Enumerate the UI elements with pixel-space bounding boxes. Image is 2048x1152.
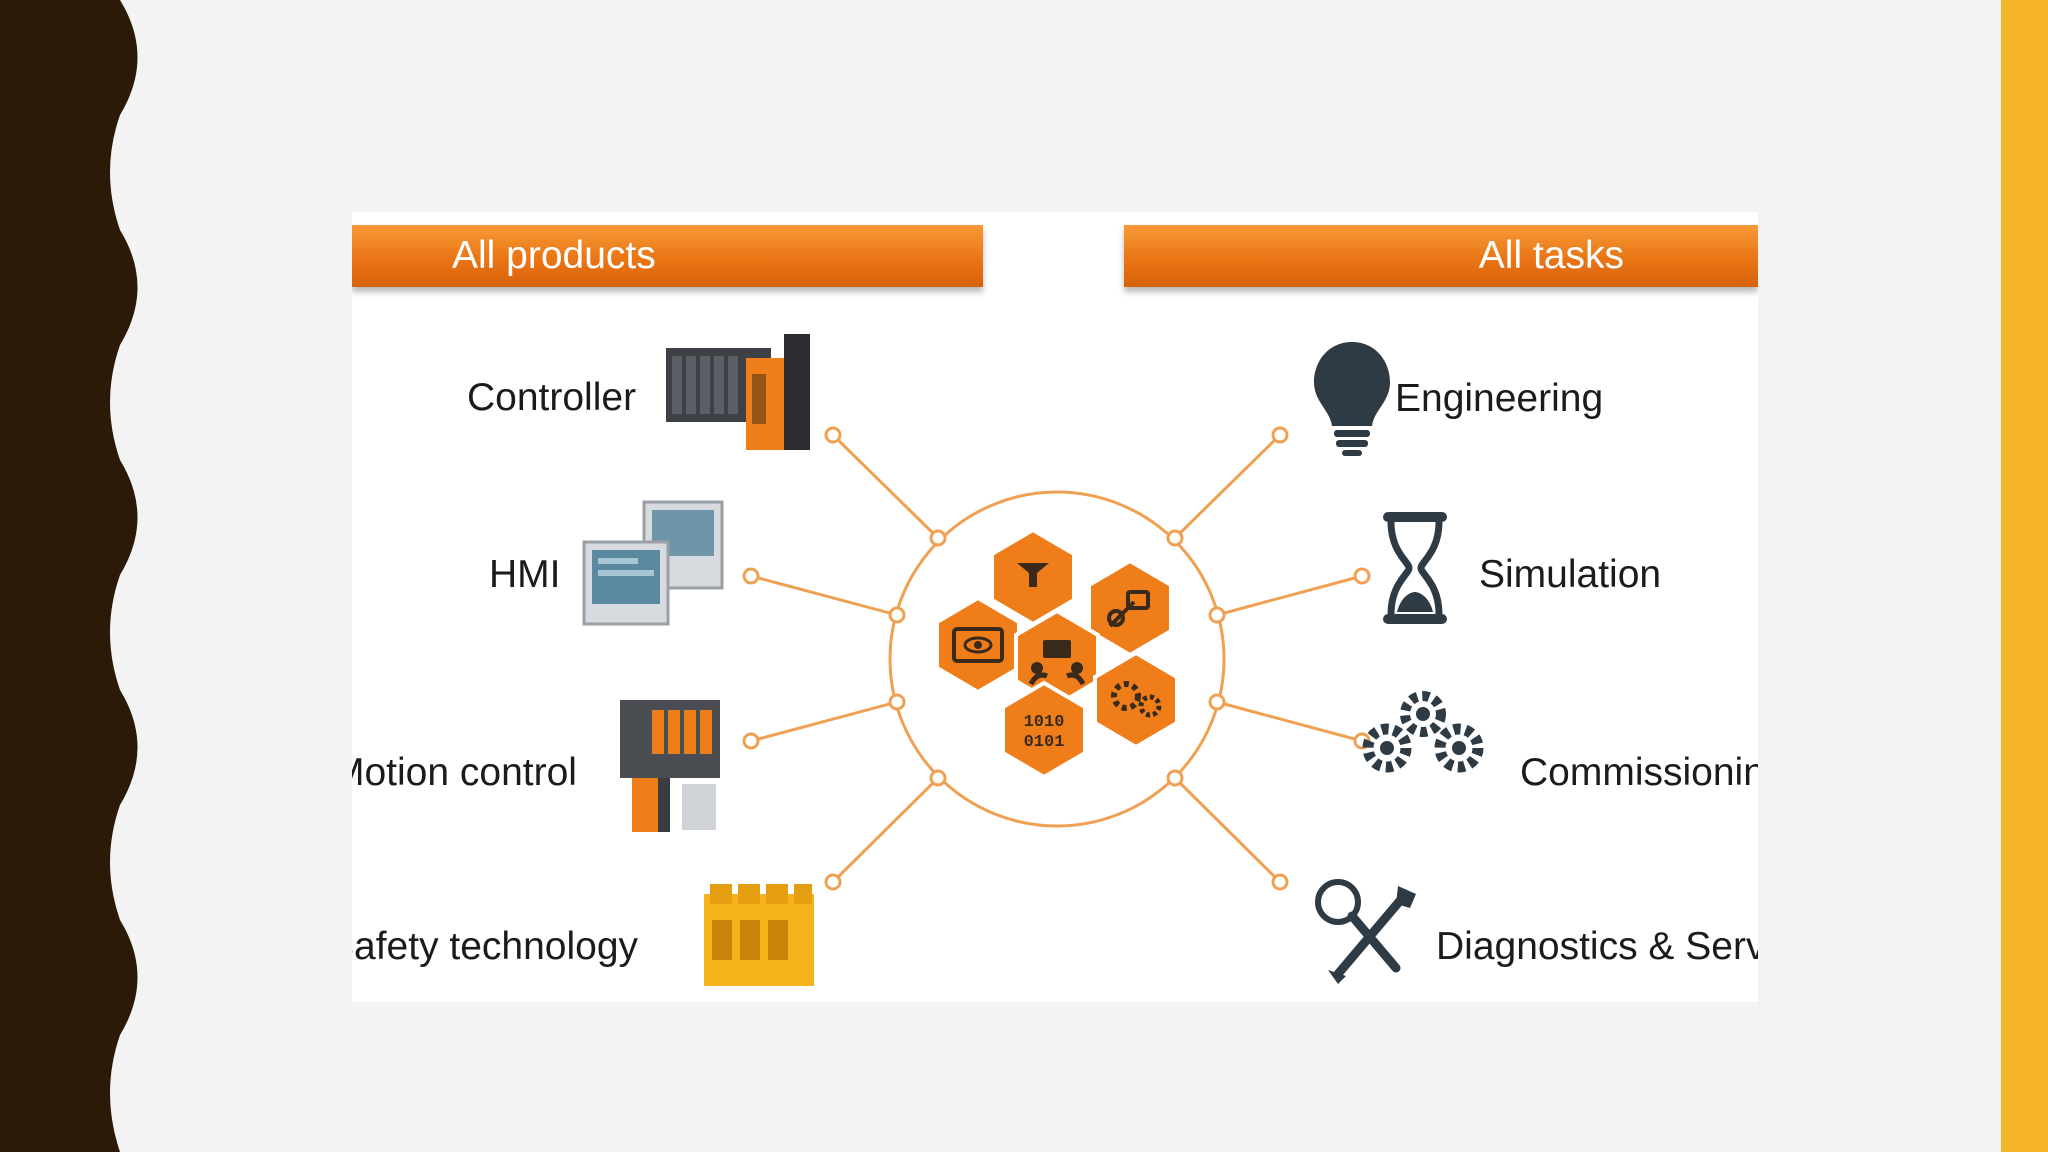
task-label-diagnostics-service: Diagnostics & Service bbox=[1436, 925, 1758, 968]
hmi-image bbox=[582, 500, 724, 626]
gears-icon bbox=[1362, 691, 1484, 773]
magnifier-wrench-icon bbox=[1315, 879, 1416, 984]
connector-nodes bbox=[742, 426, 1371, 891]
task-label-simulation: Simulation bbox=[1479, 553, 1662, 596]
central-tasks-cluster: 1010 0101 bbox=[935, 527, 1179, 780]
left-wave-decoration bbox=[0, 0, 138, 1152]
task-label-engineering: Engineering bbox=[1395, 377, 1604, 420]
product-label-safety-technology: Safety technology bbox=[352, 925, 639, 968]
connector-lines bbox=[750, 433, 1363, 884]
products-banner: All products bbox=[352, 225, 983, 287]
hub-ring bbox=[888, 490, 1226, 828]
hub-diagram: 1010 0101 bbox=[582, 334, 1484, 986]
hex-bottom: 1010 0101 bbox=[1001, 680, 1087, 780]
safety-technology-image bbox=[704, 884, 814, 986]
product-label-controller: Controller bbox=[467, 376, 637, 419]
controller-image bbox=[666, 334, 810, 450]
product-label-hmi: HMI bbox=[489, 553, 561, 596]
motion-control-image bbox=[620, 700, 720, 832]
hourglass-icon bbox=[1383, 512, 1447, 624]
products-title: All products bbox=[452, 234, 656, 277]
hex-top bbox=[990, 527, 1076, 627]
right-accent-bar bbox=[2001, 0, 2048, 1152]
diagram-panel: All products All tasks bbox=[352, 212, 1758, 1002]
tasks-banner: All tasks bbox=[1124, 225, 1758, 287]
hex-upper-right bbox=[1087, 558, 1173, 658]
svg-text:0101: 0101 bbox=[1024, 733, 1065, 752]
svg-text:1010: 1010 bbox=[1024, 713, 1065, 732]
task-label-commissioning: Commissioning bbox=[1520, 751, 1758, 794]
tasks-title: All tasks bbox=[1478, 234, 1624, 277]
product-label-motion-control: Motion control bbox=[352, 751, 577, 794]
hex-lower-right bbox=[1093, 650, 1179, 750]
lightbulb-icon bbox=[1314, 342, 1390, 456]
hex-left bbox=[935, 595, 1021, 695]
